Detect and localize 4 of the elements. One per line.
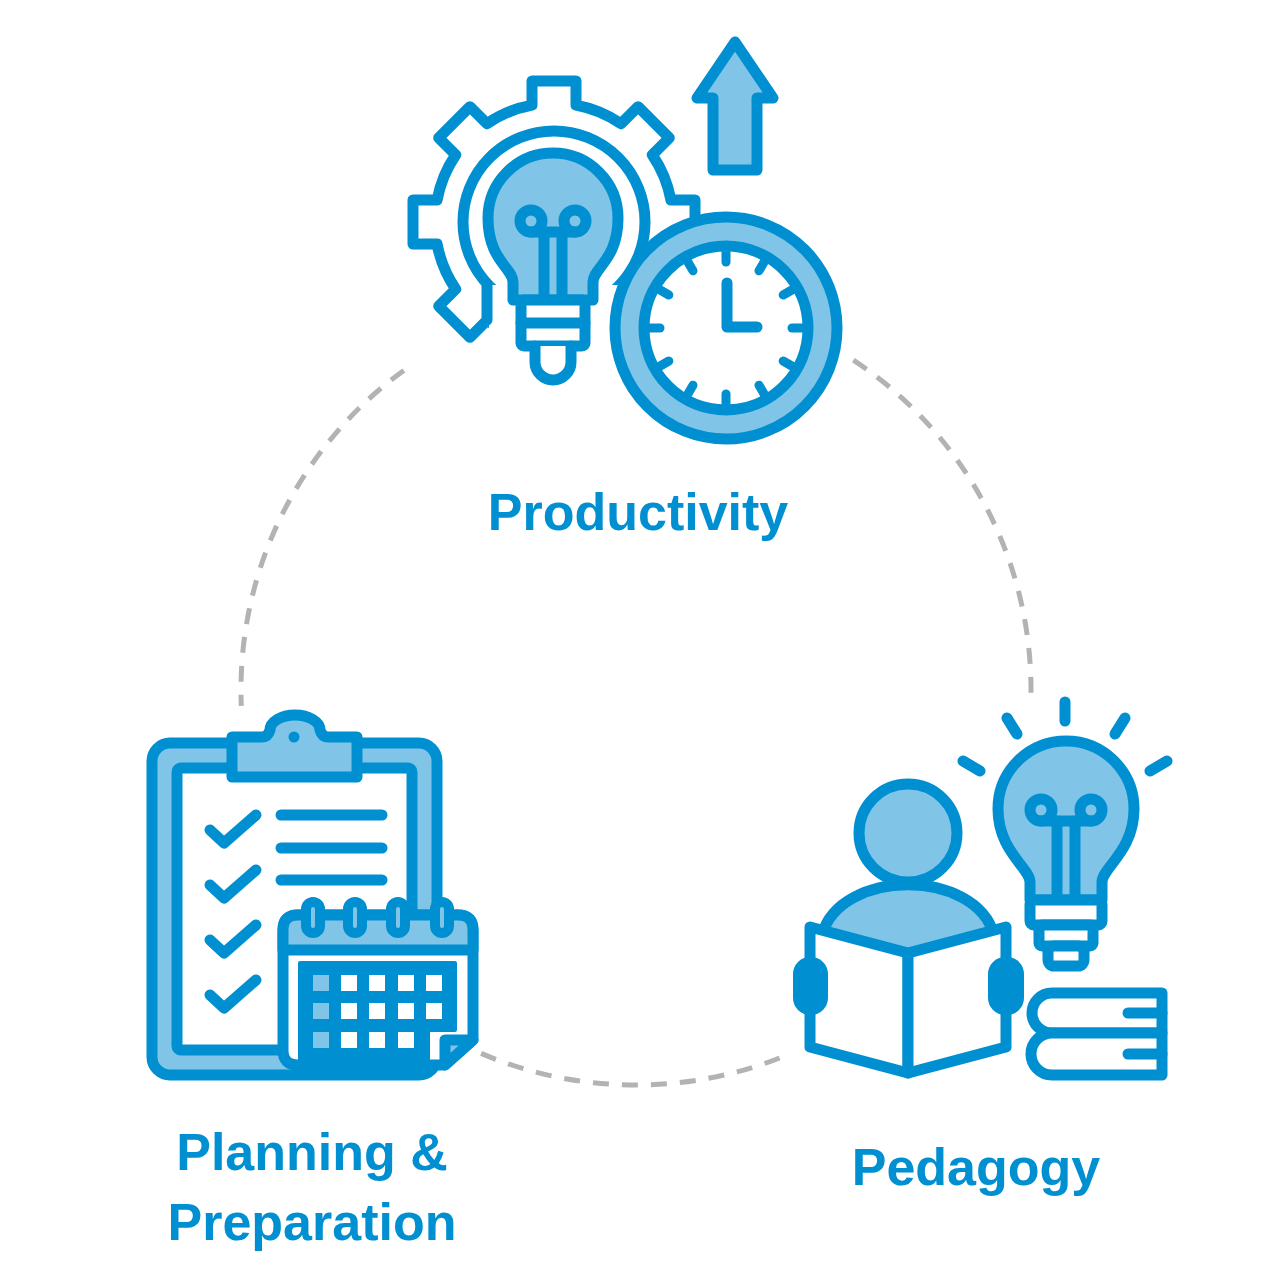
node-caption: Productivity [487, 482, 789, 543]
dashed-connector [238, 368, 406, 706]
node-caption: Planning & Preparation [166, 1122, 458, 1253]
node-caption: Pedagogy [851, 1137, 1101, 1198]
